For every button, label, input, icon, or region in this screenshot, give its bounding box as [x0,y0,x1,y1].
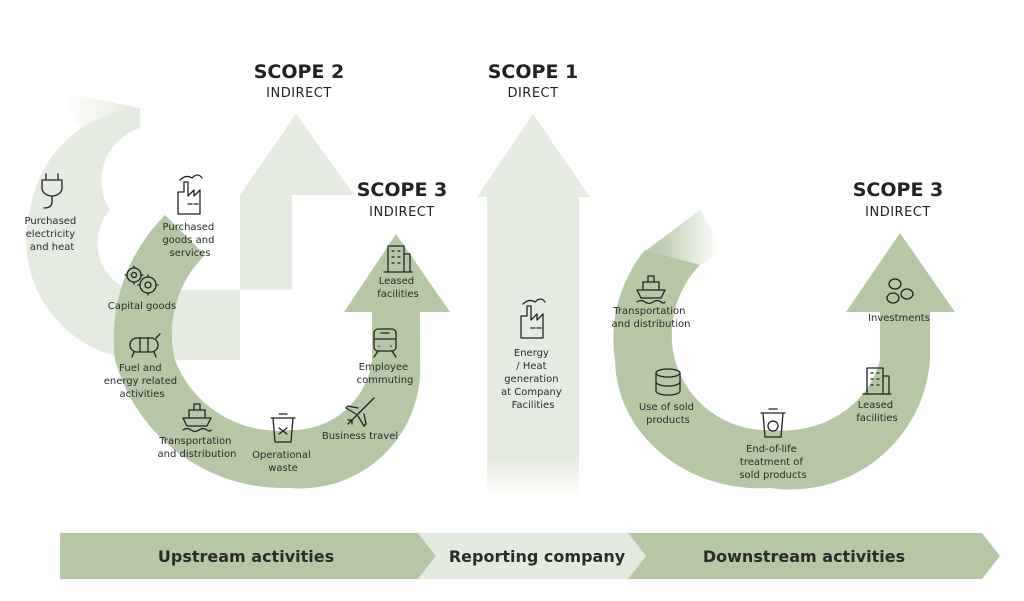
ship-icon [636,275,666,305]
scope3-upstream-title: SCOPE 3 [357,179,448,201]
plug-icon [41,173,63,209]
fuel-tank-icon [129,333,161,358]
ship-icon [182,403,212,433]
downstream-label: Downstream activities [703,547,905,566]
factory-icon [520,298,546,339]
coins-icon [886,278,914,304]
label-employee-commuting: Employee commuting [357,362,414,386]
train-icon [373,328,397,358]
reporting-label: Reporting company [449,547,626,566]
label-fuel-energy: Fuel and energy related activities [104,363,181,400]
database-icon [655,368,681,396]
activity-bar: Upstream activities Reporting company Do… [60,533,1000,579]
reporting-segment [418,533,646,579]
scope3-downstream-title: SCOPE 3 [853,179,944,201]
upstream-label: Upstream activities [158,547,334,566]
scope1-arrow [477,114,590,500]
upstream-segment [60,533,436,579]
label-purchased-electricity: Purchased electricity and heat [25,216,80,253]
scope2-subtitle: INDIRECT [266,86,332,101]
label-downstream-leased-facilities: Leased facilities [856,400,898,424]
label-downstream-transportation: Transportation and distribution [612,306,691,330]
recycle-bin-icon [760,408,786,438]
label-energy-heat-generation: Energy / Heat generation at Company Faci… [501,348,565,411]
label-use-of-sold-products: Use of sold products [639,402,697,426]
waste-bin-icon [270,413,296,443]
scope1-title: SCOPE 1 [488,61,579,83]
airplane-icon [345,397,375,427]
label-purchased-goods: Purchased goods and services [162,222,217,259]
label-end-of-life-treatment: End-of-life treatment of sold products [739,444,806,481]
downstream-segment [628,533,1000,579]
label-upstream-leased-facilities: Leased facilities [377,276,419,300]
label-business-travel: Business travel [322,431,398,442]
scope3-downstream-subtitle: INDIRECT [865,205,931,220]
gears-icon [124,265,159,296]
scope3-downstream-arrow [613,210,955,490]
scope2-title: SCOPE 2 [254,61,345,83]
scope1-subtitle: DIRECT [507,86,558,101]
label-investments: Investments [868,313,930,324]
scope3-upstream-subtitle: INDIRECT [369,205,435,220]
label-operational-waste: Operational waste [252,450,314,474]
label-upstream-transportation: Transportation and distribution [158,436,237,460]
building-icon [862,367,892,395]
label-capital-goods: Capital goods [108,301,176,312]
scope3-upstream-arrow [113,215,450,489]
scope2-arrow [26,92,354,361]
building-icon [383,245,413,273]
factory-icon [177,174,203,215]
